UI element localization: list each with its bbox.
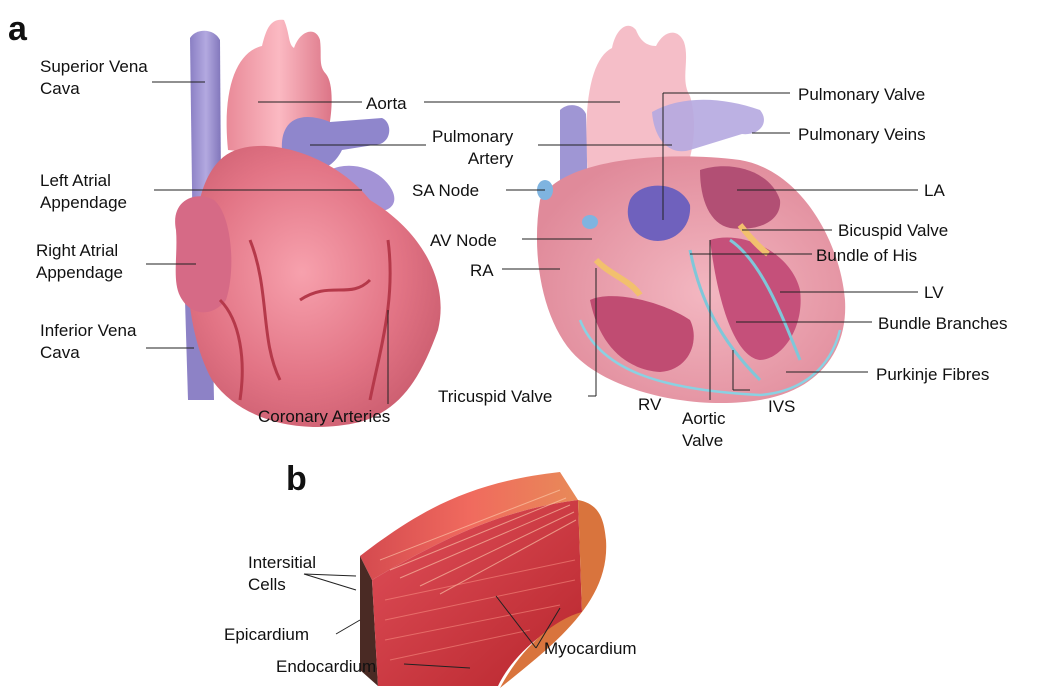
- label-ivs: IVS: [768, 396, 795, 418]
- label-bicuspid-valve: Bicuspid Valve: [838, 220, 948, 242]
- exterior-heart-illustration: [175, 20, 441, 427]
- label-aorta: Aorta: [366, 93, 407, 115]
- label-pulmonary-veins: Pulmonary Veins: [798, 124, 926, 146]
- label-sa-node: SA Node: [412, 180, 479, 202]
- label-endocardium: Endocardium: [276, 656, 376, 678]
- label-coronary-arteries: Coronary Arteries: [258, 406, 390, 428]
- label-ra: RA: [470, 260, 494, 282]
- label-myocardium: Myocardium: [544, 638, 637, 660]
- label-bundle-branches: Bundle Branches: [878, 313, 1007, 335]
- sectional-heart-illustration: [537, 26, 845, 403]
- panel-label-b: b: [286, 460, 307, 499]
- label-epicardium: Epicardium: [224, 624, 309, 646]
- label-lv: LV: [924, 282, 944, 304]
- label-tricuspid-valve: Tricuspid Valve: [438, 386, 552, 408]
- label-av-node: AV Node: [430, 230, 497, 252]
- label-pulmonary-valve: Pulmonary Valve: [798, 84, 925, 106]
- label-la: LA: [924, 180, 945, 202]
- panel-label-a: a: [8, 10, 27, 49]
- label-purkinje-fibres: Purkinje Fibres: [876, 364, 989, 386]
- label-bundle-of-his: Bundle of His: [816, 245, 917, 267]
- label-rv: RV: [638, 394, 661, 416]
